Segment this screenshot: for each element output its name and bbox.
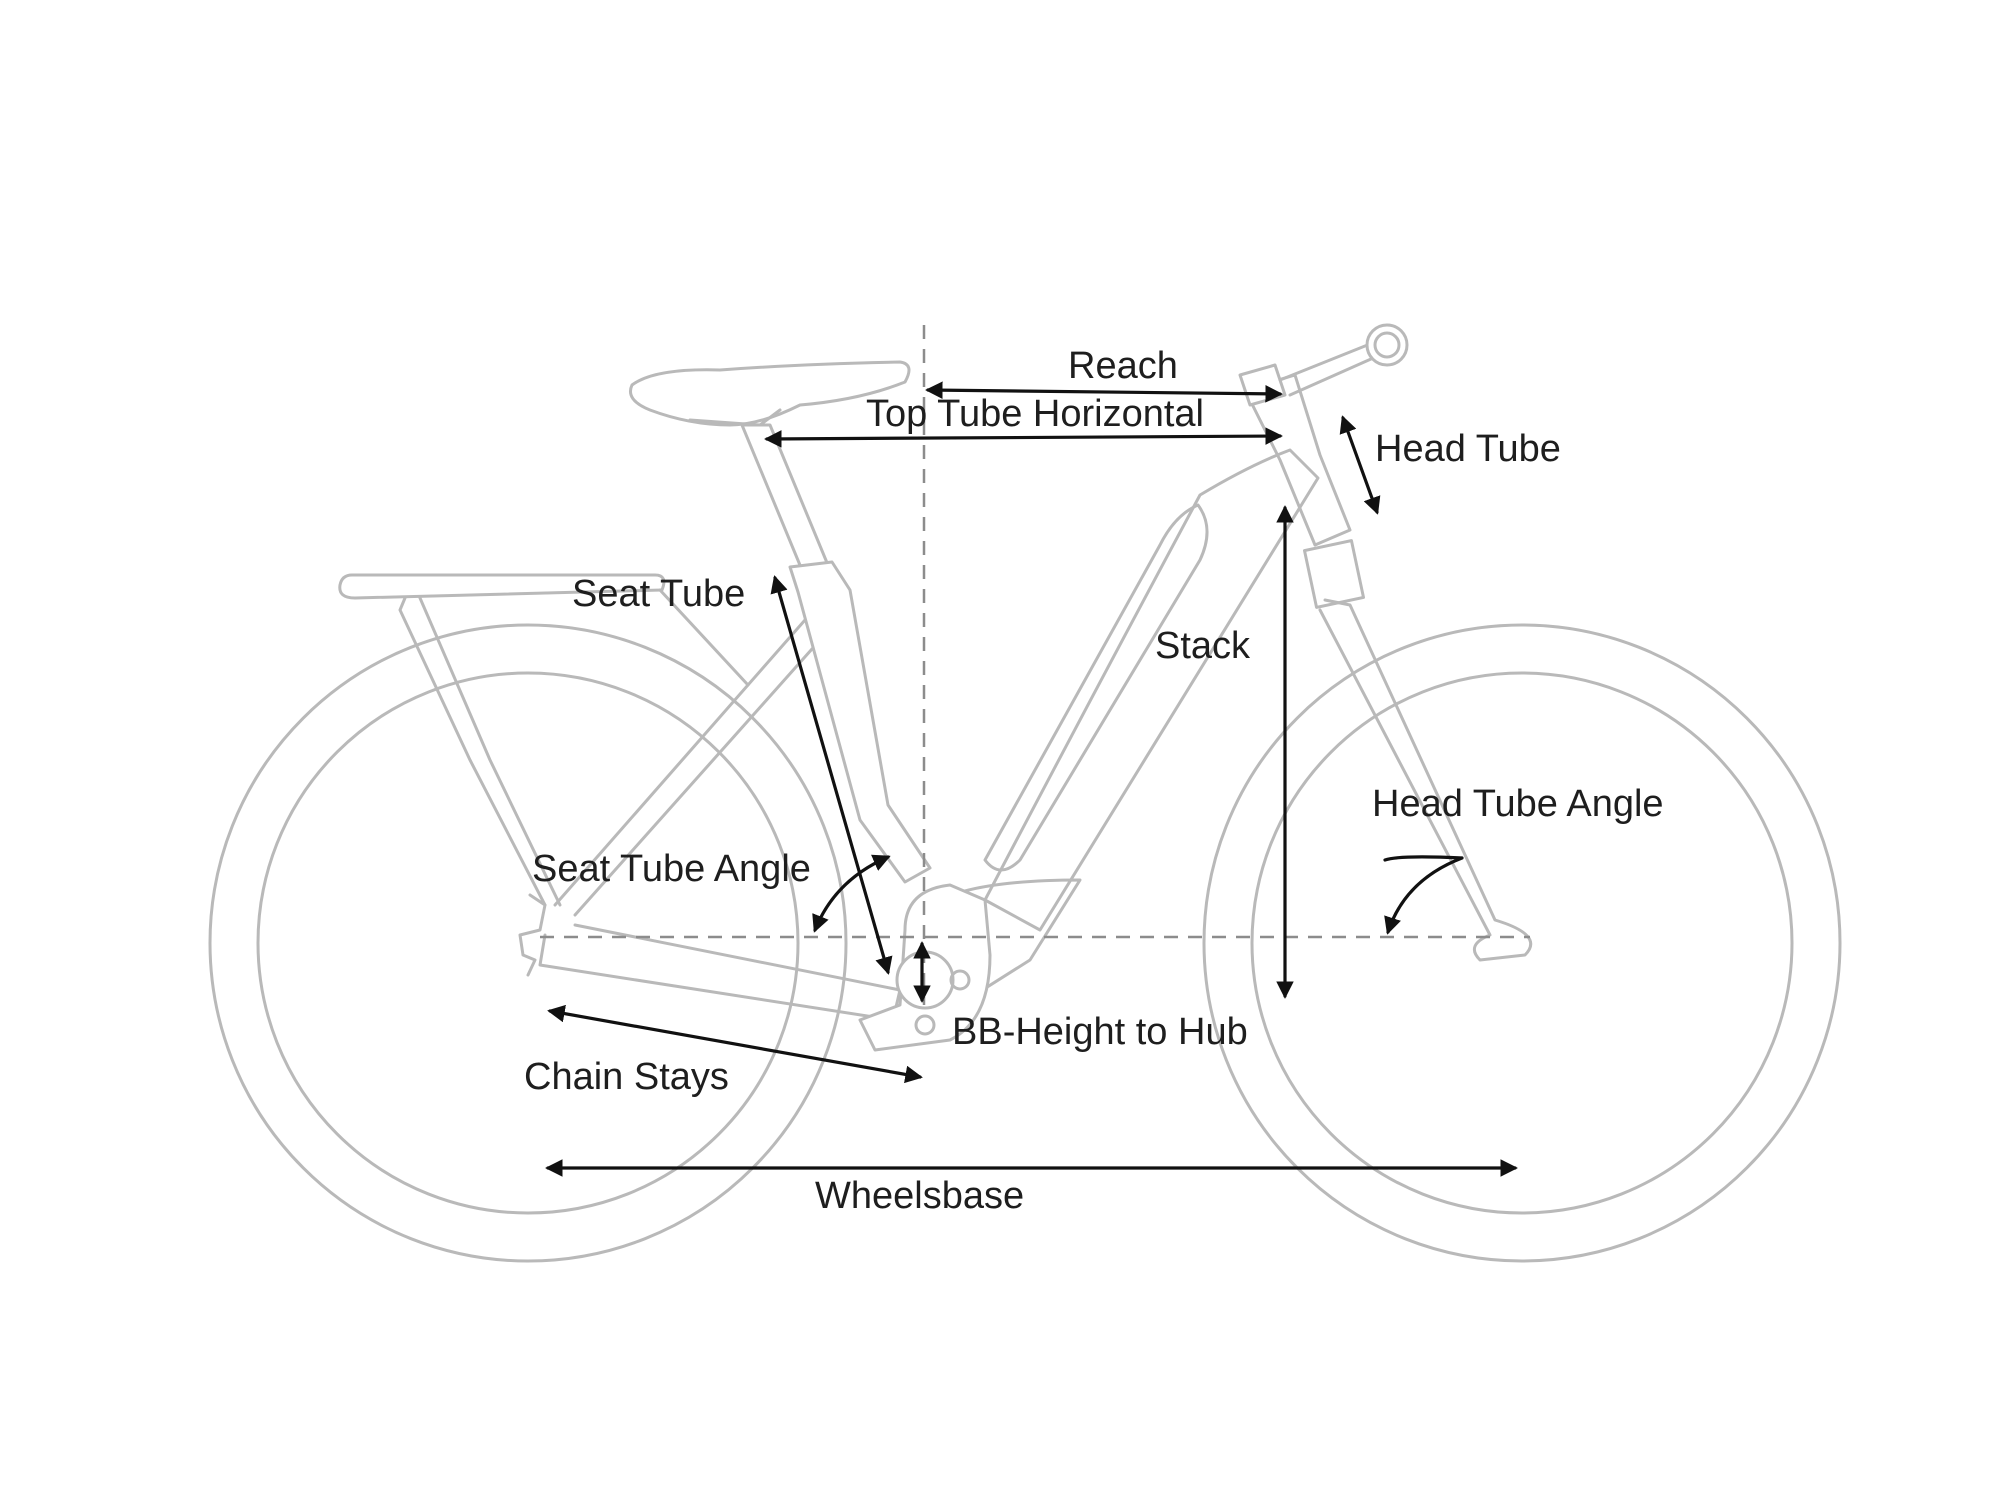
label-seat-tube-angle: Seat Tube Angle: [532, 848, 811, 890]
down-tube: [933, 448, 1320, 1022]
reference-lines: [540, 325, 1530, 1005]
seat-tube-assembly: [740, 423, 932, 884]
label-seat-tube: Seat Tube: [572, 573, 746, 615]
chain-stays-arrow: [547, 1004, 923, 1084]
rear-wheel: [208, 623, 848, 1263]
head-tube-angle-arrow: [1385, 855, 1464, 932]
seat-tube-angle-arrow: [812, 854, 891, 933]
label-top-tube-horizontal: Top Tube Horizontal: [866, 393, 1204, 435]
head-tube-arrow: [1339, 415, 1381, 515]
front-wheel: [1202, 623, 1842, 1263]
top-tube-horizontal-arrow: [764, 427, 1283, 448]
label-head-tube-angle: Head Tube Angle: [1372, 783, 1664, 825]
label-stack: Stack: [1155, 625, 1251, 667]
label-reach: Reach: [1068, 345, 1178, 387]
fork: [1302, 539, 1533, 962]
saddle: [629, 360, 911, 427]
label-wheelsbase: Wheelsbase: [815, 1175, 1025, 1217]
label-bb-height-to-hub: BB-Height to Hub: [952, 1011, 1248, 1053]
reach-arrow: [925, 381, 1283, 403]
dimension-arrows: [545, 381, 1518, 1177]
label-chain-stays: Chain Stays: [524, 1056, 729, 1098]
label-head-tube: Head Tube: [1375, 428, 1561, 470]
rear-rack: [338, 573, 750, 907]
